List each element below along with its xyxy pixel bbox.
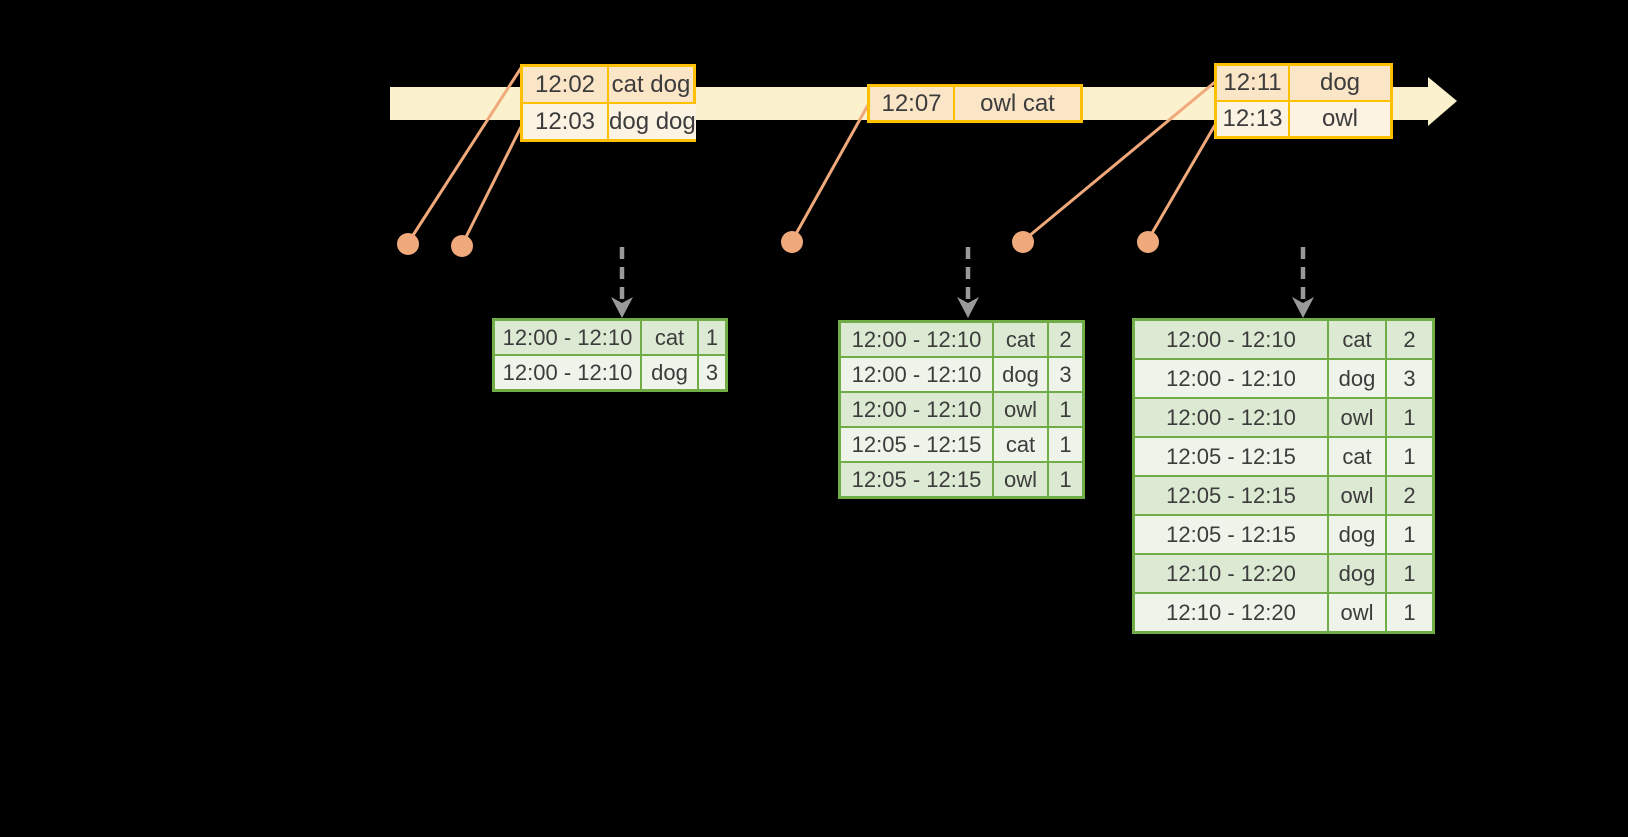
- table-cell: 2: [1387, 321, 1432, 358]
- table-cell: cat: [1329, 321, 1385, 358]
- table-cell: owl cat: [955, 87, 1080, 120]
- table-cell: owl: [1290, 102, 1390, 136]
- event-dot: [397, 233, 419, 255]
- table-cell: dog: [1329, 360, 1385, 397]
- table-cell: owl: [1329, 594, 1385, 631]
- table-cell: dog: [994, 358, 1047, 391]
- table-cell: 12:00 - 12:10: [841, 323, 992, 356]
- event-dot: [781, 231, 803, 253]
- table-cell: 1: [1387, 555, 1432, 592]
- event-dot: [1012, 231, 1034, 253]
- trigger-arrowhead-icon: [1292, 297, 1314, 318]
- table-cell: 12:05 - 12:15: [1135, 516, 1327, 553]
- event-dot: [1137, 231, 1159, 253]
- table-cell: cat dog: [609, 67, 693, 102]
- table-cell: cat: [1329, 438, 1385, 475]
- table-cell: owl: [994, 393, 1047, 426]
- table-cell: 3: [699, 356, 725, 389]
- table-cell: 2: [1387, 477, 1432, 514]
- table-cell: dog: [1329, 516, 1385, 553]
- table-cell: owl: [1329, 399, 1385, 436]
- table-cell: 1: [1387, 438, 1432, 475]
- table-cell: dog: [1290, 66, 1390, 100]
- table-cell: cat: [642, 321, 697, 354]
- table-cell: cat: [994, 323, 1047, 356]
- table-cell: 12:00 - 12:10: [841, 358, 992, 391]
- table-cell: cat: [994, 428, 1047, 461]
- table-cell: 12:03: [523, 104, 607, 139]
- table-cell: 12:05 - 12:15: [841, 463, 992, 496]
- table-cell: 1: [1387, 594, 1432, 631]
- table-cell: 1: [1049, 393, 1082, 426]
- event-connector-line: [406, 67, 523, 244]
- table-cell: 12:00 - 12:10: [841, 393, 992, 426]
- table-cell: 12:07: [870, 87, 953, 120]
- table-cell: 12:00 - 12:10: [1135, 399, 1327, 436]
- event-connector-line: [460, 126, 523, 246]
- table-cell: dog: [642, 356, 697, 389]
- table-cell: 12:00 - 12:10: [1135, 360, 1327, 397]
- table-cell: 12:02: [523, 67, 607, 102]
- table-cell: 1: [1387, 516, 1432, 553]
- table-cell: dog dog: [609, 104, 696, 139]
- table-cell: 12:00 - 12:10: [495, 356, 640, 389]
- timeline-arrowhead-icon: [1428, 77, 1457, 126]
- table-cell: 12:00 - 12:10: [1135, 321, 1327, 358]
- table-cell: owl: [994, 463, 1047, 496]
- table-cell: 12:10 - 12:20: [1135, 555, 1327, 592]
- trigger-arrowhead-icon: [611, 297, 633, 318]
- event-connector-line: [790, 104, 870, 242]
- table-cell: owl: [1329, 477, 1385, 514]
- event-connector-line: [1146, 124, 1217, 241]
- table-cell: 12:00 - 12:10: [495, 321, 640, 354]
- table-cell: 1: [1387, 399, 1432, 436]
- table-cell: 3: [1049, 358, 1082, 391]
- table-cell: 12:05 - 12:15: [1135, 477, 1327, 514]
- table-cell: 12:13: [1217, 102, 1288, 136]
- table-cell: 1: [1049, 428, 1082, 461]
- table-cell: 2: [1049, 323, 1082, 356]
- event-dot: [451, 235, 473, 257]
- table-cell: 12:11: [1217, 66, 1288, 100]
- event-connector-line: [1022, 80, 1216, 243]
- table-cell: 1: [1049, 463, 1082, 496]
- table-cell: dog: [1329, 555, 1385, 592]
- table-cell: 12:10 - 12:20: [1135, 594, 1327, 631]
- table-cell: 12:05 - 12:15: [841, 428, 992, 461]
- table-cell: 12:05 - 12:15: [1135, 438, 1327, 475]
- table-cell: 1: [699, 321, 725, 354]
- table-cell: 3: [1387, 360, 1432, 397]
- trigger-arrowhead-icon: [957, 297, 979, 318]
